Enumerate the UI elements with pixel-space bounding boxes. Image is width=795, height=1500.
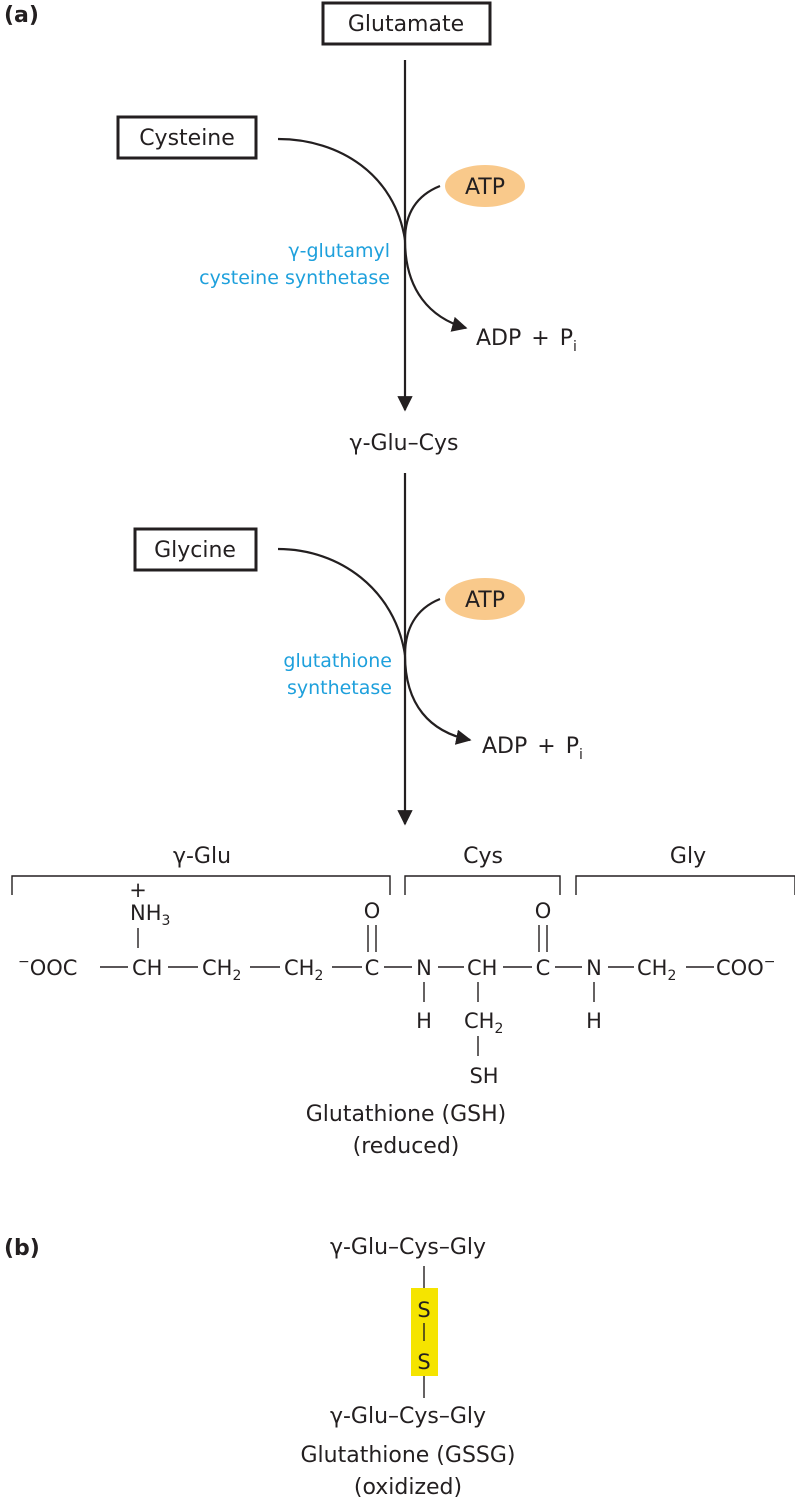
gssg-top-chain: γ-Glu–Cys–Gly xyxy=(330,1235,486,1260)
bracket-gly xyxy=(575,875,795,895)
carbonyl-c-2: C xyxy=(536,956,551,980)
carbonyl-c-1: C xyxy=(365,956,380,980)
charge-plus: + xyxy=(129,878,147,902)
glutamate-label: Glutamate xyxy=(348,12,464,37)
carboxylate-right: COO− xyxy=(716,954,775,980)
segment-label-glu: γ-Glu xyxy=(173,844,231,869)
sulfur-1: S xyxy=(417,1298,430,1322)
amide-h-2: H xyxy=(586,1009,602,1033)
cys-ch2: CH2 xyxy=(464,1009,503,1037)
cysteine-input-curve xyxy=(277,137,407,241)
atp-label-2: ATP xyxy=(465,588,505,613)
atp-label-1: ATP xyxy=(465,175,505,200)
segment-label-gly: Gly xyxy=(670,844,706,869)
bracket-cys xyxy=(404,875,561,895)
glycine-input-curve xyxy=(277,547,407,656)
carboxylate-left: −OOC xyxy=(18,954,77,980)
disulfide-bridge: S S xyxy=(411,1266,438,1398)
ch2-2: CH2 xyxy=(284,956,323,984)
gssg-bottom-chain: γ-Glu–Cys–Gly xyxy=(330,1404,486,1429)
carbonyl-o-1: O xyxy=(364,899,381,923)
bracket-glu xyxy=(11,875,391,895)
segment-label-cys: Cys xyxy=(463,844,503,869)
glycine-label: Glycine xyxy=(154,538,236,563)
adp-pi-label-1: ADP+Pi xyxy=(476,326,577,355)
atp-input-curve-2 xyxy=(403,597,441,656)
ch2-1: CH2 xyxy=(202,956,241,984)
amino-nh3: NH3 xyxy=(130,901,170,929)
gssg-state: (oxidized) xyxy=(354,1475,462,1500)
panel-label-a: (a) xyxy=(4,3,39,28)
alpha-carbon-glu: CH xyxy=(132,956,162,980)
amide-h-1: H xyxy=(416,1009,432,1033)
amide-n-2: N xyxy=(586,956,602,980)
atp-input-curve-1 xyxy=(403,184,441,241)
gsh-structure: + NH3 −OOC CH CH2 CH2 O C N H CH CH2 SH … xyxy=(18,878,775,1088)
cysteine-box: Cysteine xyxy=(116,115,258,160)
gsh-name: Glutathione (GSH) xyxy=(306,1102,507,1127)
adp-output-arrow-1 xyxy=(403,239,468,332)
enzyme-1-line-1: γ-glutamyl xyxy=(288,240,390,262)
gssg-name: Glutathione (GSSG) xyxy=(300,1443,515,1468)
gsh-state: (reduced) xyxy=(353,1134,460,1159)
carbonyl-o-2: O xyxy=(535,899,552,923)
enzyme-2-line-2: synthetase xyxy=(287,677,392,699)
atp-badge-2: ATP xyxy=(445,578,525,620)
intermediate-label: γ-Glu–Cys xyxy=(350,431,459,456)
enzyme-2-line-1: glutathione xyxy=(283,650,392,672)
adp-output-arrow-2 xyxy=(403,654,472,745)
panel-label-b: (b) xyxy=(4,1236,40,1261)
enzyme-1-line-2: cysteine synthetase xyxy=(199,267,390,289)
atp-badge-1: ATP xyxy=(445,165,525,207)
alpha-carbon-cys: CH xyxy=(467,956,497,980)
sulfur-2: S xyxy=(417,1350,430,1374)
thiol-sh: SH xyxy=(469,1064,498,1088)
adp-pi-label-2: ADP+Pi xyxy=(482,734,583,763)
amide-n-1: N xyxy=(416,956,432,980)
glutamate-box: Glutamate xyxy=(321,1,492,46)
gly-ch2: CH2 xyxy=(637,956,676,984)
cysteine-label: Cysteine xyxy=(139,126,235,151)
glycine-box: Glycine xyxy=(133,527,258,572)
segment-brackets: γ-Glu Cys Gly xyxy=(11,844,795,895)
